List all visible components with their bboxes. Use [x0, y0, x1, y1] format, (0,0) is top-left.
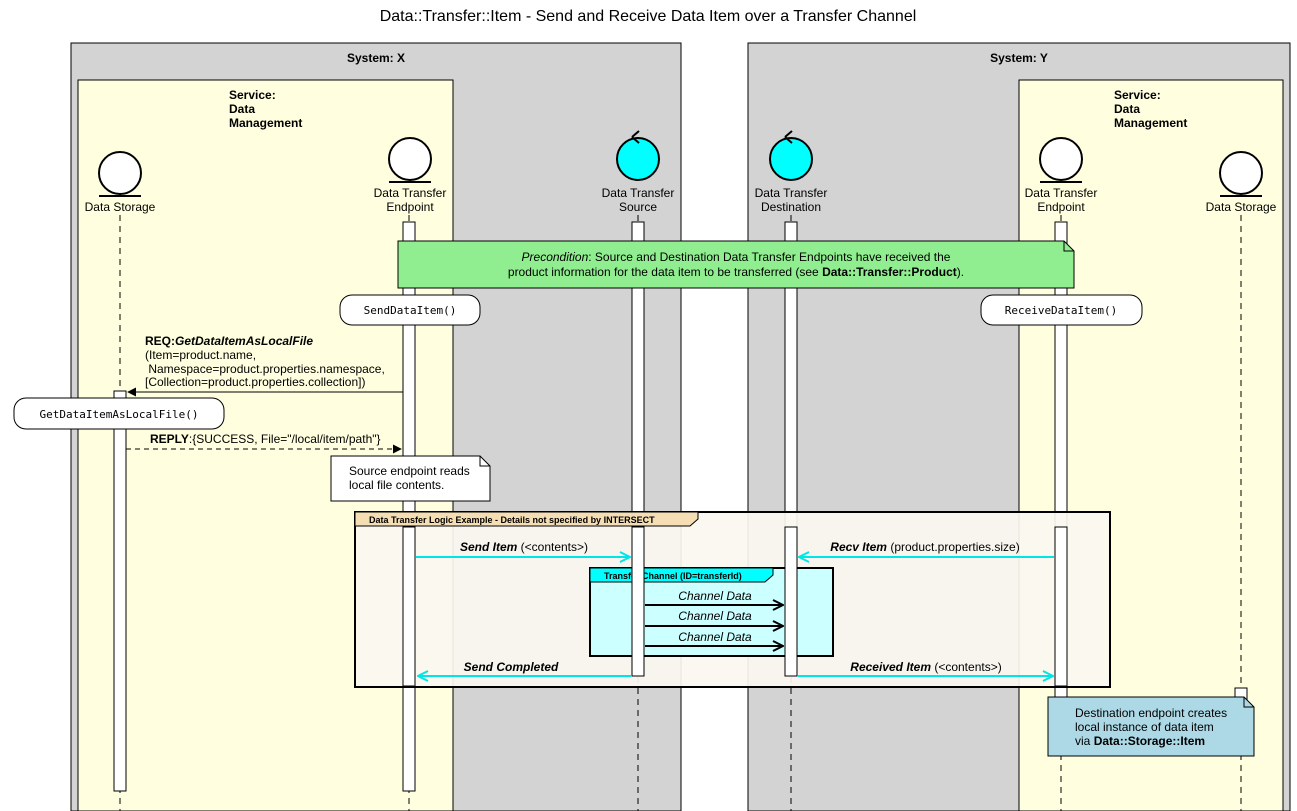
participant-destination-line1: Data Transfer [755, 186, 828, 200]
note-dest-create: Destination endpoint creates local insta… [1047, 696, 1255, 757]
reply-prefix: REPLY [150, 432, 189, 446]
reply-message: REPLY:{SUCCESS, File="/local/item/path"} [126, 432, 402, 454]
received-item-name: Received Item [850, 660, 931, 674]
entity-icon [98, 151, 142, 195]
entity-icon [1039, 137, 1083, 181]
participant-storage-y-label: Data Storage [1206, 200, 1277, 214]
note-dest-ref: Data::Storage::Item [1094, 734, 1205, 748]
service-left-box [77, 79, 454, 811]
group-label: Data Transfer Logic Example - Details no… [369, 515, 655, 525]
note-source-line1: Source endpoint reads [349, 464, 470, 478]
recv-item-args: (product.properties.size) [887, 540, 1020, 554]
participant-endpoint-y: Data Transfer Endpoint [1025, 137, 1098, 214]
note-source-read: Source endpoint reads local file content… [330, 455, 491, 502]
recv-item-name: Recv Item [830, 540, 887, 554]
request-prefix: REQ: [145, 334, 175, 348]
participant-destination: Data Transfer Destination [755, 130, 828, 214]
note-dest-line2: local instance of data item [1075, 720, 1214, 734]
request-line4: [Collection=product.properties.collectio… [145, 375, 365, 389]
svg-text:Precondition: Source and Desti: Precondition: Source and Destination Dat… [522, 250, 951, 264]
activation-channel-overlays [631, 526, 798, 677]
note-dest-line1: Destination endpoint creates [1075, 706, 1227, 720]
participant-storage-y: Data Storage [1206, 151, 1277, 214]
call-get-local-file: GetDataItemAsLocalFile() [13, 397, 225, 430]
activation-destination-overlay [784, 526, 798, 677]
service-left-line3: Management [229, 116, 302, 130]
precondition-label: Precondition [522, 250, 589, 264]
request-message: REQ:GetDataItemAsLocalFile (Item=product… [127, 334, 403, 397]
svg-text:Recv Item (product.properties.: Recv Item (product.properties.size) [830, 540, 1019, 554]
participant-storage-x-label: Data Storage [85, 200, 156, 214]
note-source-line2: local file contents. [349, 478, 444, 492]
participant-source-line2: Source [619, 200, 657, 214]
entity-icon [388, 137, 432, 181]
activation-endpoint-y-overlay [1054, 526, 1068, 687]
control-icon [616, 137, 660, 181]
channel-data-messages: Channel Data Channel Data Channel Data [645, 589, 783, 646]
participant-source: Data Transfer Source [602, 130, 675, 214]
channel-data-label-3: Channel Data [678, 630, 752, 644]
participant-endpoint-y-line2: Endpoint [1037, 200, 1085, 214]
svg-text:REPLY:{SUCCESS, File="/local/i: REPLY:{SUCCESS, File="/local/item/path"} [150, 432, 381, 446]
call-send-label: SendDataItem() [364, 304, 457, 317]
system-y-label: System: Y [990, 51, 1048, 65]
entity-icon [1219, 151, 1263, 195]
participant-source-line1: Data Transfer [602, 186, 675, 200]
participant-destination-line2: Destination [761, 200, 821, 214]
svg-text:via Data::Storage::Item: via Data::Storage::Item [1075, 734, 1205, 748]
service-left-line1: Service: [229, 88, 276, 102]
msg-send-item: Send Item (<contents>) [416, 540, 630, 557]
send-completed-label: Send Completed [464, 660, 559, 674]
service-right-line2: Data [1114, 102, 1140, 116]
request-name: GetDataItemAsLocalFile [175, 334, 313, 348]
note-dest-line3: via [1075, 734, 1094, 748]
service-left-line2: Data [229, 102, 255, 116]
precondition-text2: product information for the data item to… [508, 265, 822, 279]
activation-source-overlay [631, 526, 645, 677]
participant-endpoint-x-line2: Endpoint [386, 200, 434, 214]
participant-endpoint-y-line1: Data Transfer [1025, 186, 1098, 200]
msg-received-item: Received Item (<contents>) [798, 660, 1053, 676]
svg-text:Received Item (<contents>): Received Item (<contents>) [850, 660, 1001, 674]
participant-storage-x: Data Storage [85, 151, 156, 214]
channel-label: Transfer Channel (ID=transferId) [604, 571, 742, 581]
precondition-note: Precondition: Source and Destination Dat… [397, 240, 1075, 289]
svg-text:Send Item (<contents>): Send Item (<contents>) [460, 540, 588, 554]
activation-storage-x [113, 390, 127, 792]
service-right-line3: Management [1114, 116, 1187, 130]
reply-text: :{SUCCESS, File="/local/item/path"} [189, 432, 381, 446]
participant-endpoint-x: Data Transfer Endpoint [374, 137, 447, 214]
diagram-title: Data::Transfer::Item - Send and Receive … [380, 8, 917, 25]
call-receive-label: ReceiveDataItem() [1005, 304, 1118, 317]
control-icon [769, 137, 813, 181]
call-get-local-label: GetDataItemAsLocalFile() [40, 408, 199, 421]
precondition-tail: ). [957, 265, 964, 279]
svg-text:REQ:GetDataItemAsLocalFile: REQ:GetDataItemAsLocalFile [145, 334, 313, 348]
channel-data-label-2: Channel Data [678, 609, 752, 623]
request-line2: (Item=product.name, [145, 348, 256, 362]
system-x-label: System: X [347, 51, 405, 65]
participant-endpoint-x-line1: Data Transfer [374, 186, 447, 200]
call-receive-data-item: ReceiveDataItem() [980, 294, 1143, 326]
request-line3: Namespace=product.properties.namespace, [145, 362, 385, 376]
msg-send-completed: Send Completed [418, 660, 631, 676]
send-item-name: Send Item [460, 540, 518, 554]
msg-recv-item: Recv Item (product.properties.size) [799, 540, 1054, 557]
channel-data-label-1: Channel Data [678, 589, 752, 603]
received-item-args: (<contents>) [931, 660, 1002, 674]
activation-endpoint-x-overlay [402, 526, 416, 687]
svg-text:product information for the da: product information for the data item to… [508, 265, 964, 279]
service-right-line1: Service: [1114, 88, 1161, 102]
activation-overlays [402, 526, 1068, 687]
precondition-text1: : Source and Destination Data Transfer E… [588, 250, 951, 264]
call-send-data-item: SendDataItem() [339, 294, 481, 326]
send-item-args: (<contents>) [517, 540, 588, 554]
precondition-ref: Data::Transfer::Product [822, 265, 957, 279]
